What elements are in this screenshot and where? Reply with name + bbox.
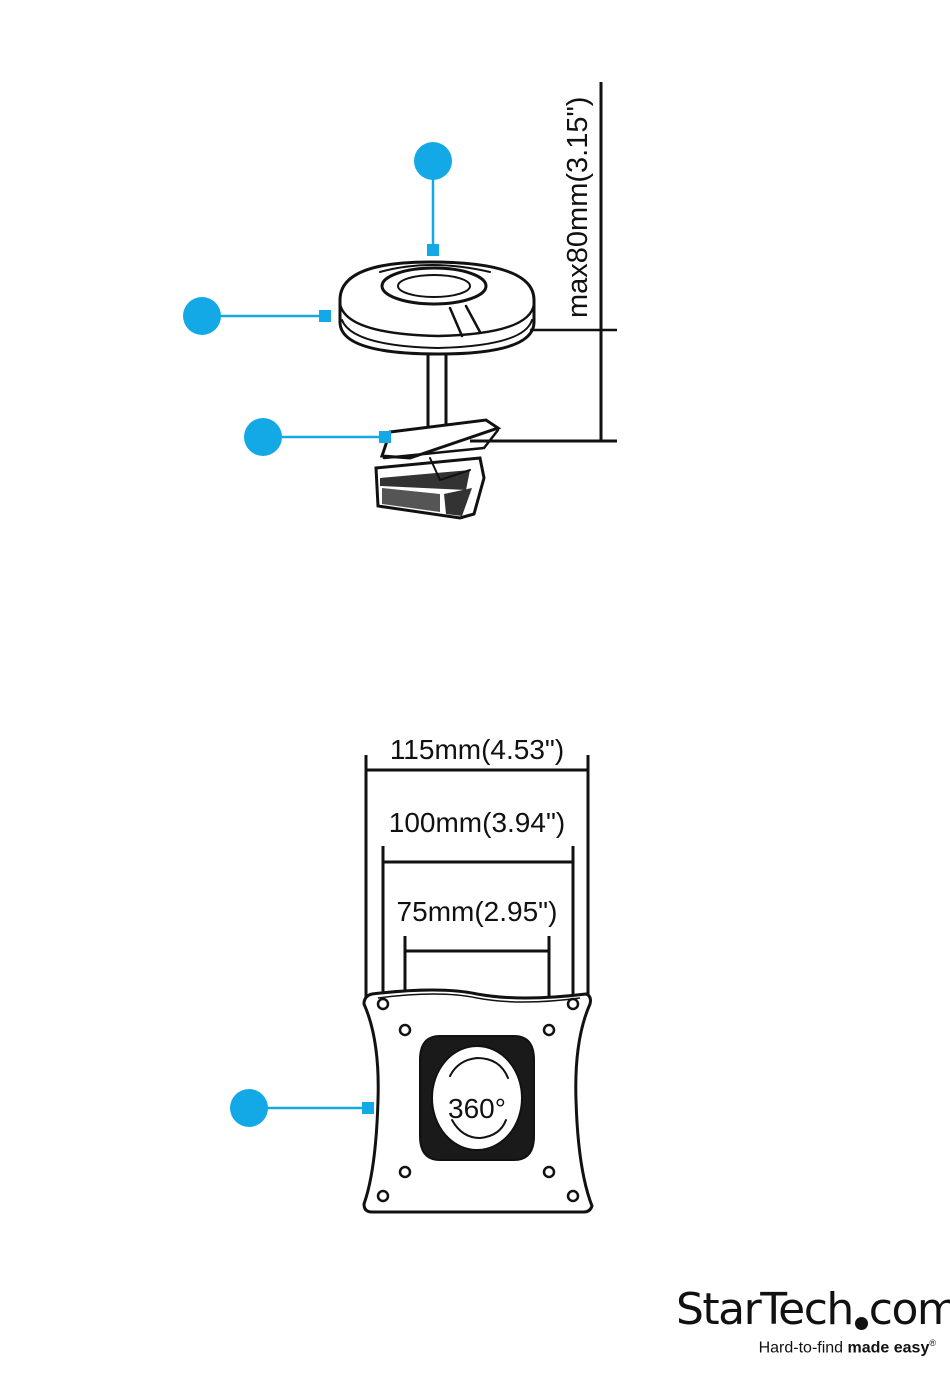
- dim-100-label: 100mm(3.94"): [389, 807, 565, 838]
- logo-tagline-plain: Hard-to-find: [759, 1339, 848, 1356]
- callout-disc: [183, 297, 331, 335]
- logo-tagline-bold: made easy: [848, 1339, 930, 1356]
- logo-brand-part2: com: [869, 1284, 950, 1335]
- dim-75-label: 75mm(2.95"): [397, 896, 558, 927]
- callout-clamp: [244, 418, 391, 456]
- clamp-height-dimension: max80mm(3.15"): [470, 82, 617, 441]
- logo-dot: [855, 1317, 868, 1330]
- logo-tagline: Hard-to-find made easy®: [676, 1338, 936, 1357]
- logo-registered-mark: ®: [929, 1338, 936, 1348]
- vesa-dimension-lines: 115mm(4.53") 100mm(3.94") 75mm(2.95"): [366, 734, 588, 1022]
- callout-top-cap: [414, 142, 452, 256]
- vesa-plate-illustration: 360°: [364, 990, 592, 1212]
- rotation-label: 360°: [448, 1093, 506, 1124]
- clamp-height-label: max80mm(3.15"): [562, 97, 594, 318]
- callout-vesa-plate: [230, 1089, 374, 1127]
- logo-brand-part1: StarTech: [676, 1284, 853, 1335]
- desk-clamp-illustration: [340, 262, 534, 518]
- dim-115-label: 115mm(4.53"): [390, 734, 564, 765]
